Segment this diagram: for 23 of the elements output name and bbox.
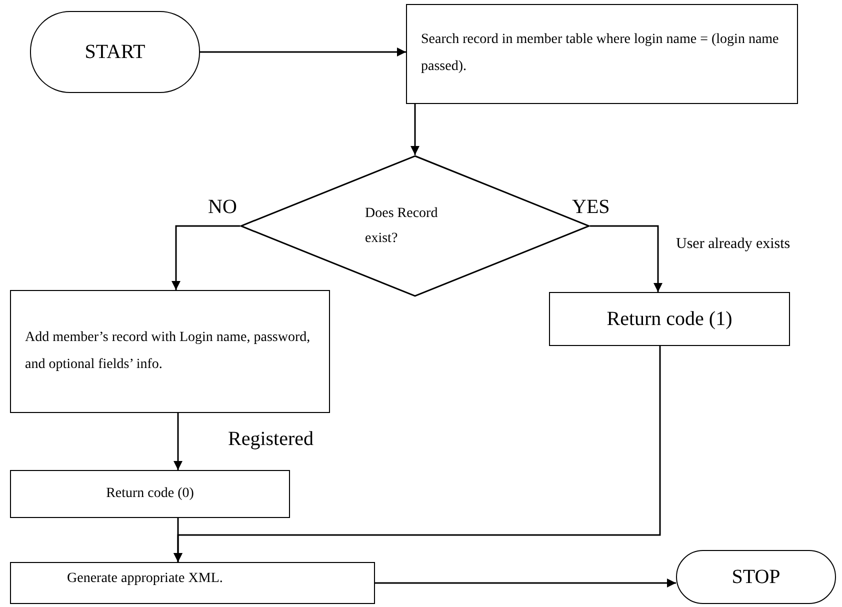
process-box bbox=[10, 470, 290, 518]
node-label: STOP bbox=[732, 565, 780, 590]
arrow bbox=[172, 225, 240, 290]
node-label: Add member’s record with Login name, password, and optional fields’ info. bbox=[25, 328, 312, 374]
node-label: Search record in member table where login name = (login name passed). bbox=[421, 31, 780, 76]
node-label: START bbox=[84, 40, 146, 65]
process-box bbox=[10, 290, 330, 413]
note-text: User already exists bbox=[676, 236, 790, 253]
process-box bbox=[406, 4, 798, 104]
node-label: Return code (1) bbox=[606, 307, 732, 332]
arrow bbox=[200, 48, 406, 56]
edge-label: Registered bbox=[228, 428, 314, 450]
terminator-shape bbox=[676, 550, 836, 604]
node-label: Generate appropriate XML. bbox=[67, 570, 223, 588]
node-label: Return code (0) bbox=[106, 484, 194, 503]
process-box bbox=[549, 292, 790, 346]
arrow bbox=[590, 225, 662, 292]
process-box bbox=[10, 562, 375, 604]
arrow bbox=[174, 413, 182, 470]
node-label: Does Record exist? bbox=[365, 204, 439, 248]
arrow bbox=[375, 578, 676, 588]
arrow bbox=[174, 346, 661, 562]
arrow bbox=[410, 104, 420, 155]
